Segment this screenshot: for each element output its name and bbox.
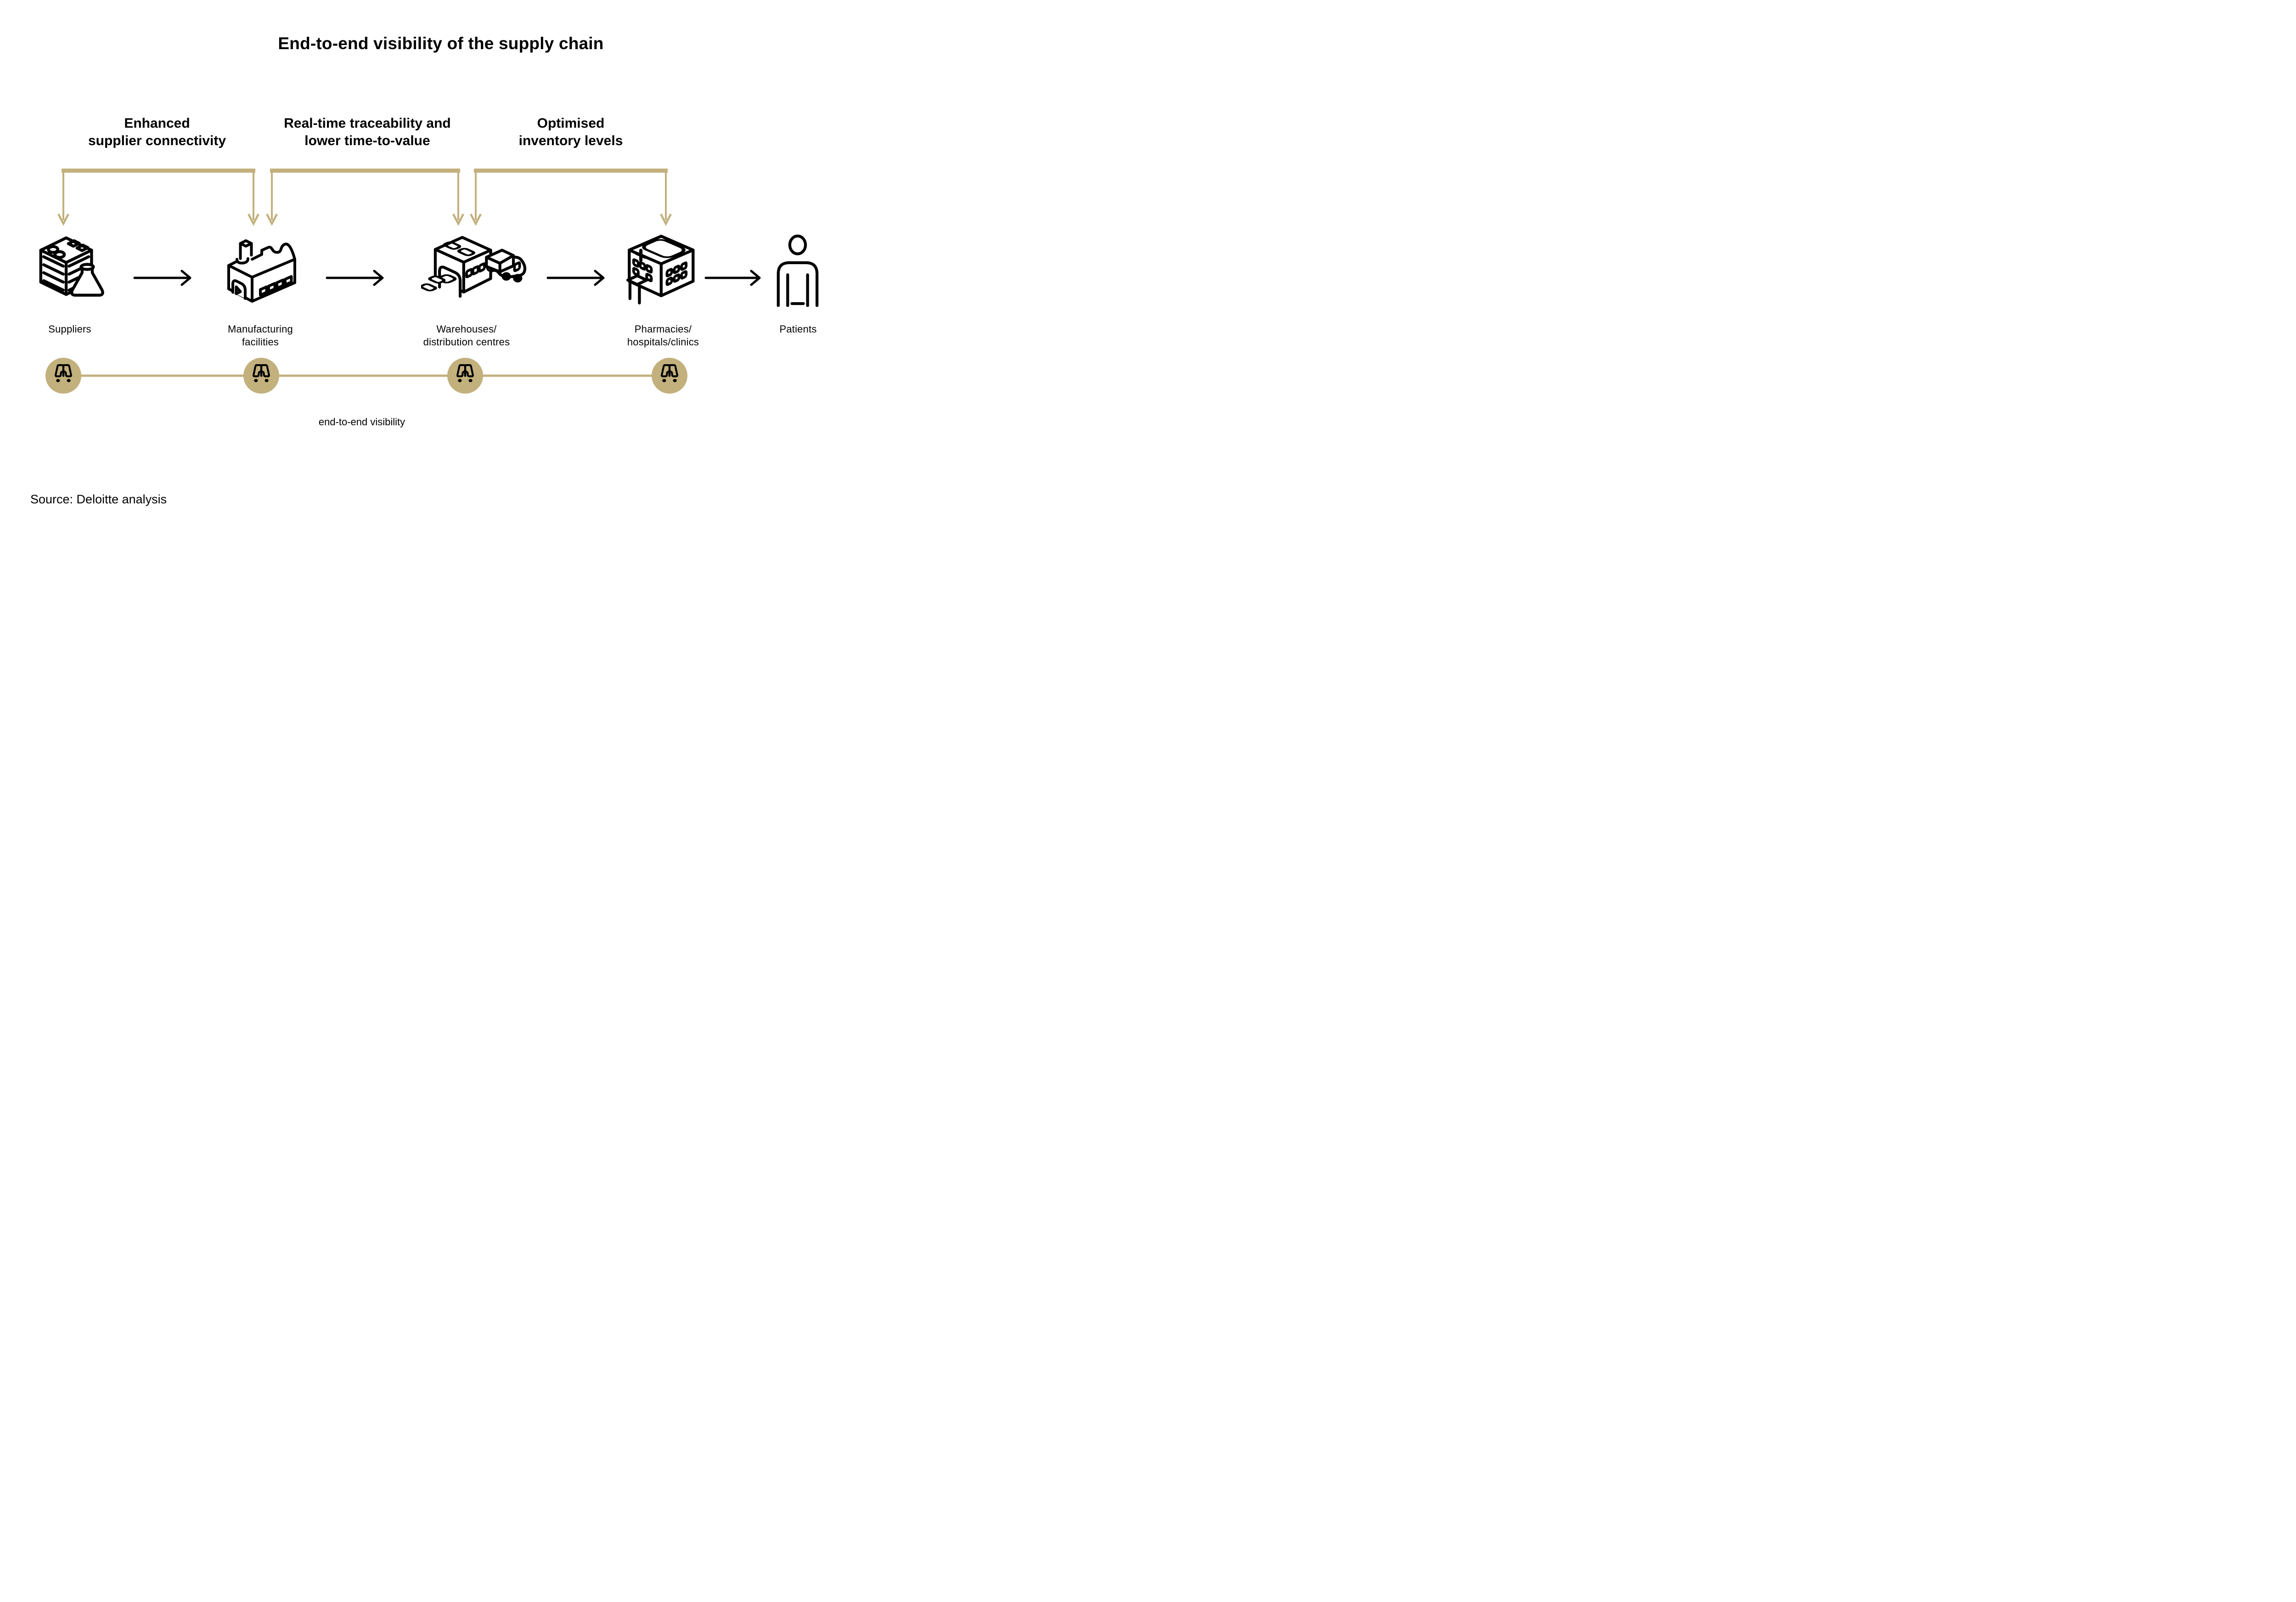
visibility-station-4 [652,358,687,394]
connector-layer [45,169,761,394]
benefit-line: supplier connectivity [88,133,226,148]
benefit-brackets [57,169,672,226]
node-label-line: distribution centres [423,336,510,348]
node-label-suppliers: Suppliers [1,323,139,336]
delivery-truck-icon [485,248,527,283]
visibility-station-3 [447,358,483,394]
diagram-canvas: End-to-end visibility of the supply chai… [0,0,882,534]
node-label-pharmacies: Pharmacies/ hospitals/clinics [594,323,732,349]
node-label-line: Patients [779,323,817,335]
node-label-patients: Patients [729,323,867,336]
benefit-label-supplier-connectivity: Enhanced supplier connectivity [51,115,263,150]
flow-arrow-3 [546,270,605,286]
factory-icon [227,239,296,303]
benefit-label-traceability: Real-time traceability and lower time-to… [262,115,473,150]
visibility-track [45,358,687,394]
patient-icon [777,234,819,307]
visibility-station-2 [243,358,279,394]
suppliers-crate-flask-icon [39,236,104,297]
visibility-stations [45,358,687,394]
page-title: End-to-end visibility of the supply chai… [278,34,604,53]
source-note: Source: Deloitte analysis [30,492,167,506]
flow-arrows [133,270,761,286]
bracket-arrow-2 [266,169,464,226]
binoculars-icon [253,364,270,383]
visibility-station-1 [45,358,81,394]
node-label-warehouses: Warehouses/ distribution centres [398,323,535,349]
node-label-manufacturing: Manufacturing facilities [191,323,329,349]
benefit-line: lower time-to-value [304,133,430,148]
binoculars-icon [661,364,678,383]
entrance-canopy [626,274,648,305]
benefit-line: Enhanced [124,116,190,131]
visibility-track-label: end-to-end visibility [318,416,405,428]
pharmacy-hospital-icon [626,235,695,305]
node-label-line: Manufacturing [227,323,293,335]
medical-cross-icon [635,248,647,262]
binoculars-icon [55,364,72,383]
bracket-arrow-1 [57,169,259,226]
node-label-line: Warehouses/ [436,323,497,335]
benefit-line: inventory levels [518,133,623,148]
flow-arrow-4 [704,270,761,286]
benefit-label-inventory: Optimised inventory levels [465,115,676,150]
benefit-line: Optimised [537,116,605,131]
flow-arrow-1 [133,270,191,286]
benefit-line: Real-time traceability and [284,116,451,131]
flow-arrow-2 [326,270,384,286]
bracket-arrow-3 [470,169,672,226]
node-label-line: facilities [242,336,279,348]
node-label-line: Pharmacies/ [634,323,692,335]
binoculars-icon [456,364,474,383]
node-label-line: Suppliers [48,323,91,335]
warehouse-truck-icon [421,236,527,298]
node-label-line: hospitals/clinics [627,336,699,348]
